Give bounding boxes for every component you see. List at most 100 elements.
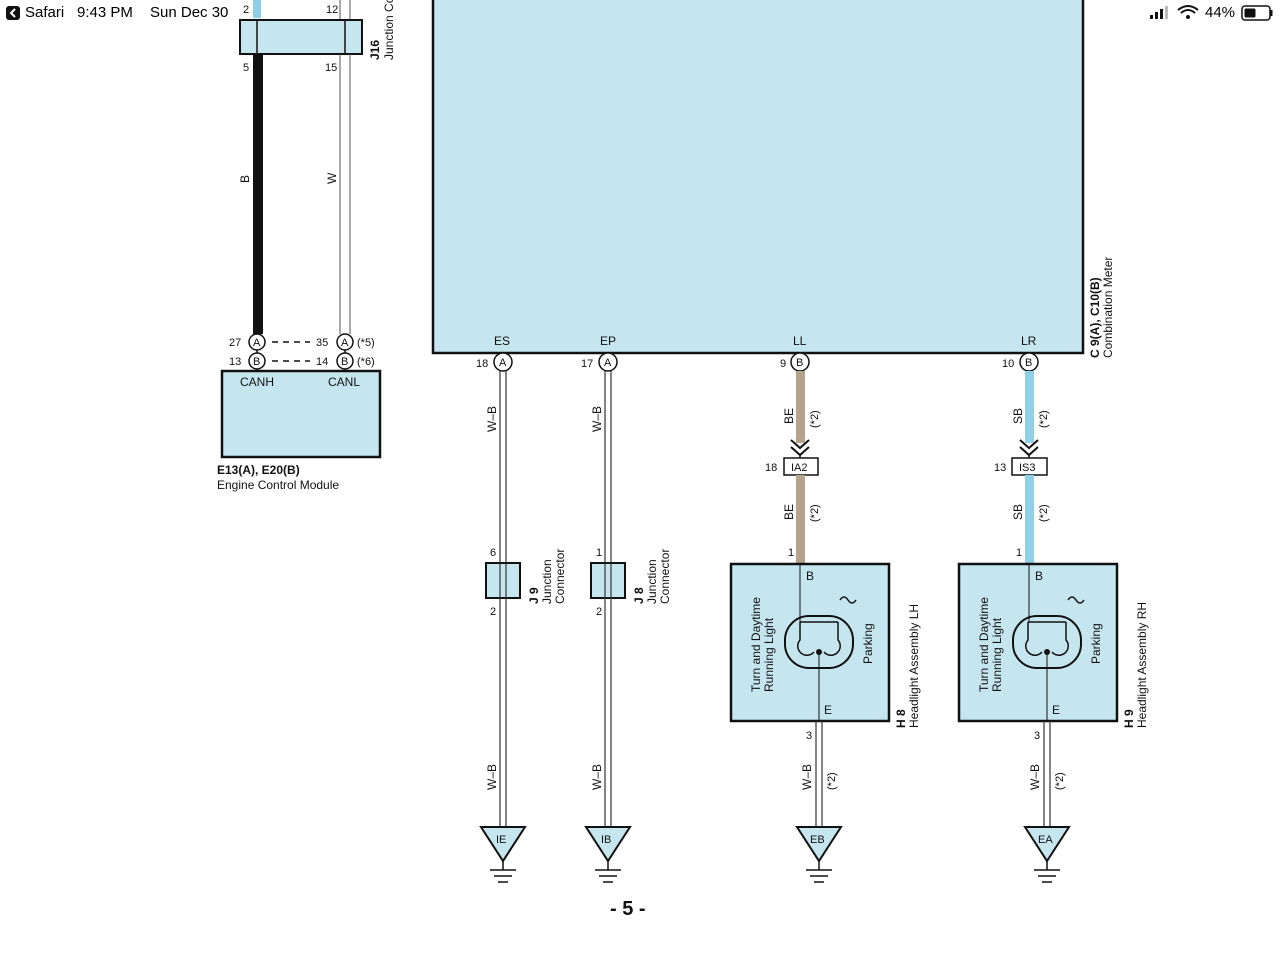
filament-turn — [1025, 622, 1043, 656]
back-chevron-icon[interactable] — [6, 6, 20, 20]
j8-name-1: Junction — [645, 559, 659, 604]
j9-name-1: Junction — [540, 559, 554, 604]
ground-ib: IB — [584, 826, 632, 883]
pin-label: 3 — [806, 730, 812, 742]
sb-wire — [1025, 475, 1034, 564]
filament-turn — [797, 622, 815, 656]
pin-label: 35 — [316, 337, 328, 349]
pin-label: 9 — [780, 358, 786, 370]
es-circuit: W–B 6 J 9 Junction Connector 2 W–B — [485, 371, 567, 828]
ground-triangle — [479, 826, 527, 863]
lamp-label-2: Running Light — [762, 617, 776, 692]
pin-label: 17 — [581, 358, 593, 370]
wire-color-label: W–B — [590, 764, 604, 790]
wire-color-label: W–B — [485, 406, 499, 432]
pin-label: 13 — [994, 462, 1006, 474]
wire-color-label: W–B — [1028, 764, 1042, 790]
sb-wire-top — [253, 0, 261, 18]
terminal-e: E — [824, 703, 832, 717]
note-label: (*2) — [809, 410, 821, 428]
pin-label: 1 — [788, 547, 794, 559]
meter-connector-label: B — [1025, 357, 1032, 369]
status-bar-icons — [6, 5, 1273, 21]
signal-icon — [1150, 6, 1168, 19]
wire-color-label: W — [325, 172, 339, 184]
wire-color-label: B — [238, 175, 252, 183]
pin-label: 2 — [596, 606, 602, 618]
meter-id: C 9(A), C10(B) — [1088, 277, 1102, 358]
pin-label: 5 — [243, 62, 249, 74]
ground-label: EA — [1038, 834, 1053, 846]
pin-label: 15 — [325, 62, 337, 74]
meter-connector-circle — [598, 352, 618, 372]
back-chevron-glyph — [9, 8, 16, 18]
ground-label: EB — [810, 834, 825, 846]
meter-connector-circle — [493, 352, 513, 372]
pin-label: 10 — [1002, 358, 1014, 370]
wire-color-label: W–B — [485, 764, 499, 790]
connector-b-label: B — [253, 356, 260, 368]
j9-name-2: Connector — [553, 549, 567, 604]
note-label: (*2) — [809, 504, 821, 522]
filament-squiggle — [1067, 596, 1085, 604]
battery-percent: 44% — [1205, 4, 1236, 21]
wire-color-label: SB — [1011, 504, 1025, 520]
j8-junction-box — [590, 562, 626, 599]
lamp-label-2: Running Light — [990, 617, 1004, 692]
meter-connector-label: A — [604, 357, 612, 369]
meter-box — [431, 0, 1085, 355]
j16-connector-box — [239, 19, 363, 55]
combination-meter: C 9(A), C10(B) Combination Meter ES EP L… — [431, 0, 1115, 372]
ecm-box — [220, 369, 382, 459]
note-label: (*2) — [826, 772, 838, 790]
is3-label: IS3 — [1019, 462, 1036, 474]
status-time: 9:43 PM — [77, 4, 133, 21]
terminal-b: B — [1035, 569, 1043, 583]
inline-connector-chevron — [1019, 439, 1039, 450]
status-bar: Safari 9:43 PM Sun Dec 30 44% — [0, 0, 1280, 26]
j9-id: J 9 — [527, 587, 541, 604]
meter-connector-label: B — [796, 357, 803, 369]
j9-junction-box — [485, 562, 521, 599]
wire-color-label: BE — [782, 408, 796, 424]
terminal-es: ES — [494, 334, 510, 348]
pin-label: 1 — [1016, 547, 1022, 559]
be-wire — [796, 371, 805, 443]
note-label: (*2) — [1038, 410, 1050, 428]
parking-label: Parking — [1089, 623, 1103, 664]
connector-b-label: B — [341, 356, 348, 368]
filament-parking — [1051, 622, 1069, 656]
pin-label: 27 — [229, 337, 241, 349]
ground-triangle — [795, 826, 843, 863]
note-label: (*5) — [357, 337, 375, 349]
engine-control-module: 27 A 35 A (*5) 13 B 14 B (*6) CANH CANL … — [217, 333, 382, 492]
canl-label: CANL — [328, 375, 360, 389]
terminal-ll: LL — [793, 334, 807, 348]
top-left-section: 2 12 J16 Junction Co 5 15 B W — [238, 0, 396, 334]
headlight-rh-id: H 9 — [1122, 709, 1136, 728]
headlight-lh-box — [729, 562, 891, 723]
battery-icon — [1241, 5, 1273, 21]
j8-id: J 8 — [632, 587, 646, 604]
terminal-lr: LR — [1021, 334, 1037, 348]
filament-squiggle — [839, 596, 857, 604]
ground-ie: IE — [479, 826, 527, 883]
terminal-e: E — [1052, 703, 1060, 717]
pin-label: 1 — [596, 547, 602, 559]
b-wire — [253, 54, 263, 334]
wire-color-label: SB — [1011, 408, 1025, 424]
ecm-name: Engine Control Module — [217, 478, 339, 492]
ia2-label: IA2 — [791, 462, 808, 474]
ep-circuit: W–B 1 J 8 Junction Connector 2 W–B — [590, 371, 672, 828]
pin-label: 13 — [229, 356, 241, 368]
terminal-ep: EP — [600, 334, 616, 348]
status-date: Sun Dec 30 — [150, 4, 229, 21]
headlight-rh-name: Headlight Assembly RH — [1135, 602, 1149, 728]
meter-name: Combination Meter — [1101, 257, 1115, 358]
lr-circuit: SB (*2) 13 IS3 SB (*2) 1 B E Turn and Da… — [957, 371, 1149, 828]
back-app-label[interactable]: Safari — [25, 4, 65, 21]
be-wire — [796, 475, 805, 564]
pin-label: 3 — [1034, 730, 1040, 742]
pin-label: 14 — [316, 356, 328, 368]
